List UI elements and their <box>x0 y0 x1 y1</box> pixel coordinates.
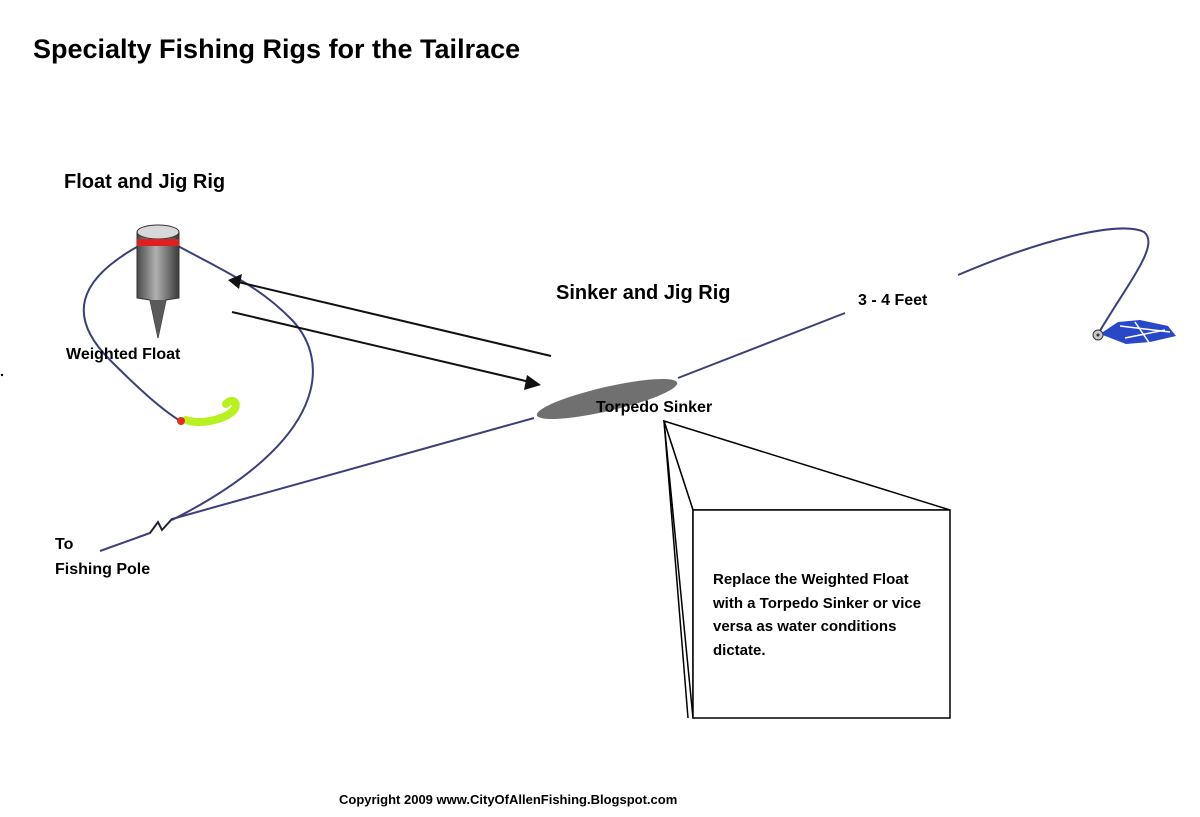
sinker-rig-heading: Sinker and Jig Rig <box>556 282 731 304</box>
pole-label-line2: Fishing Pole <box>55 561 151 578</box>
line-break-mark <box>149 518 173 534</box>
weighted-float-label: Weighted Float <box>66 346 181 363</box>
note-text: Replace the Weighted Float with a Torped… <box>713 571 922 659</box>
torpedo-sinker-label: Torpedo Sinker <box>596 399 713 416</box>
swap-arrow-to-sinker <box>231 311 541 390</box>
leader-line <box>957 227 1150 335</box>
jig-lure-icon <box>1092 320 1176 345</box>
pole-label-line1: To <box>55 536 74 553</box>
curly-tail-jig-icon <box>177 396 240 426</box>
main-line <box>99 417 535 552</box>
page-title: Specialty Fishing Rigs for the Tailrace <box>33 34 521 64</box>
copyright-text: Copyright 2009 www.CityOfAllenFishing.Bl… <box>339 792 678 807</box>
sinker-line <box>677 312 846 379</box>
torpedo-sinker-icon <box>536 379 678 419</box>
leader-length-label: 3 - 4 Feet <box>858 292 928 309</box>
note-callout <box>662 419 951 719</box>
float-rig-heading: Float and Jig Rig <box>64 171 226 193</box>
float-rig-line <box>171 245 314 521</box>
stray-dot <box>0 373 4 377</box>
float-leader-line <box>82 239 183 423</box>
weighted-float-icon <box>136 224 180 339</box>
swap-arrow-to-float <box>228 274 552 357</box>
